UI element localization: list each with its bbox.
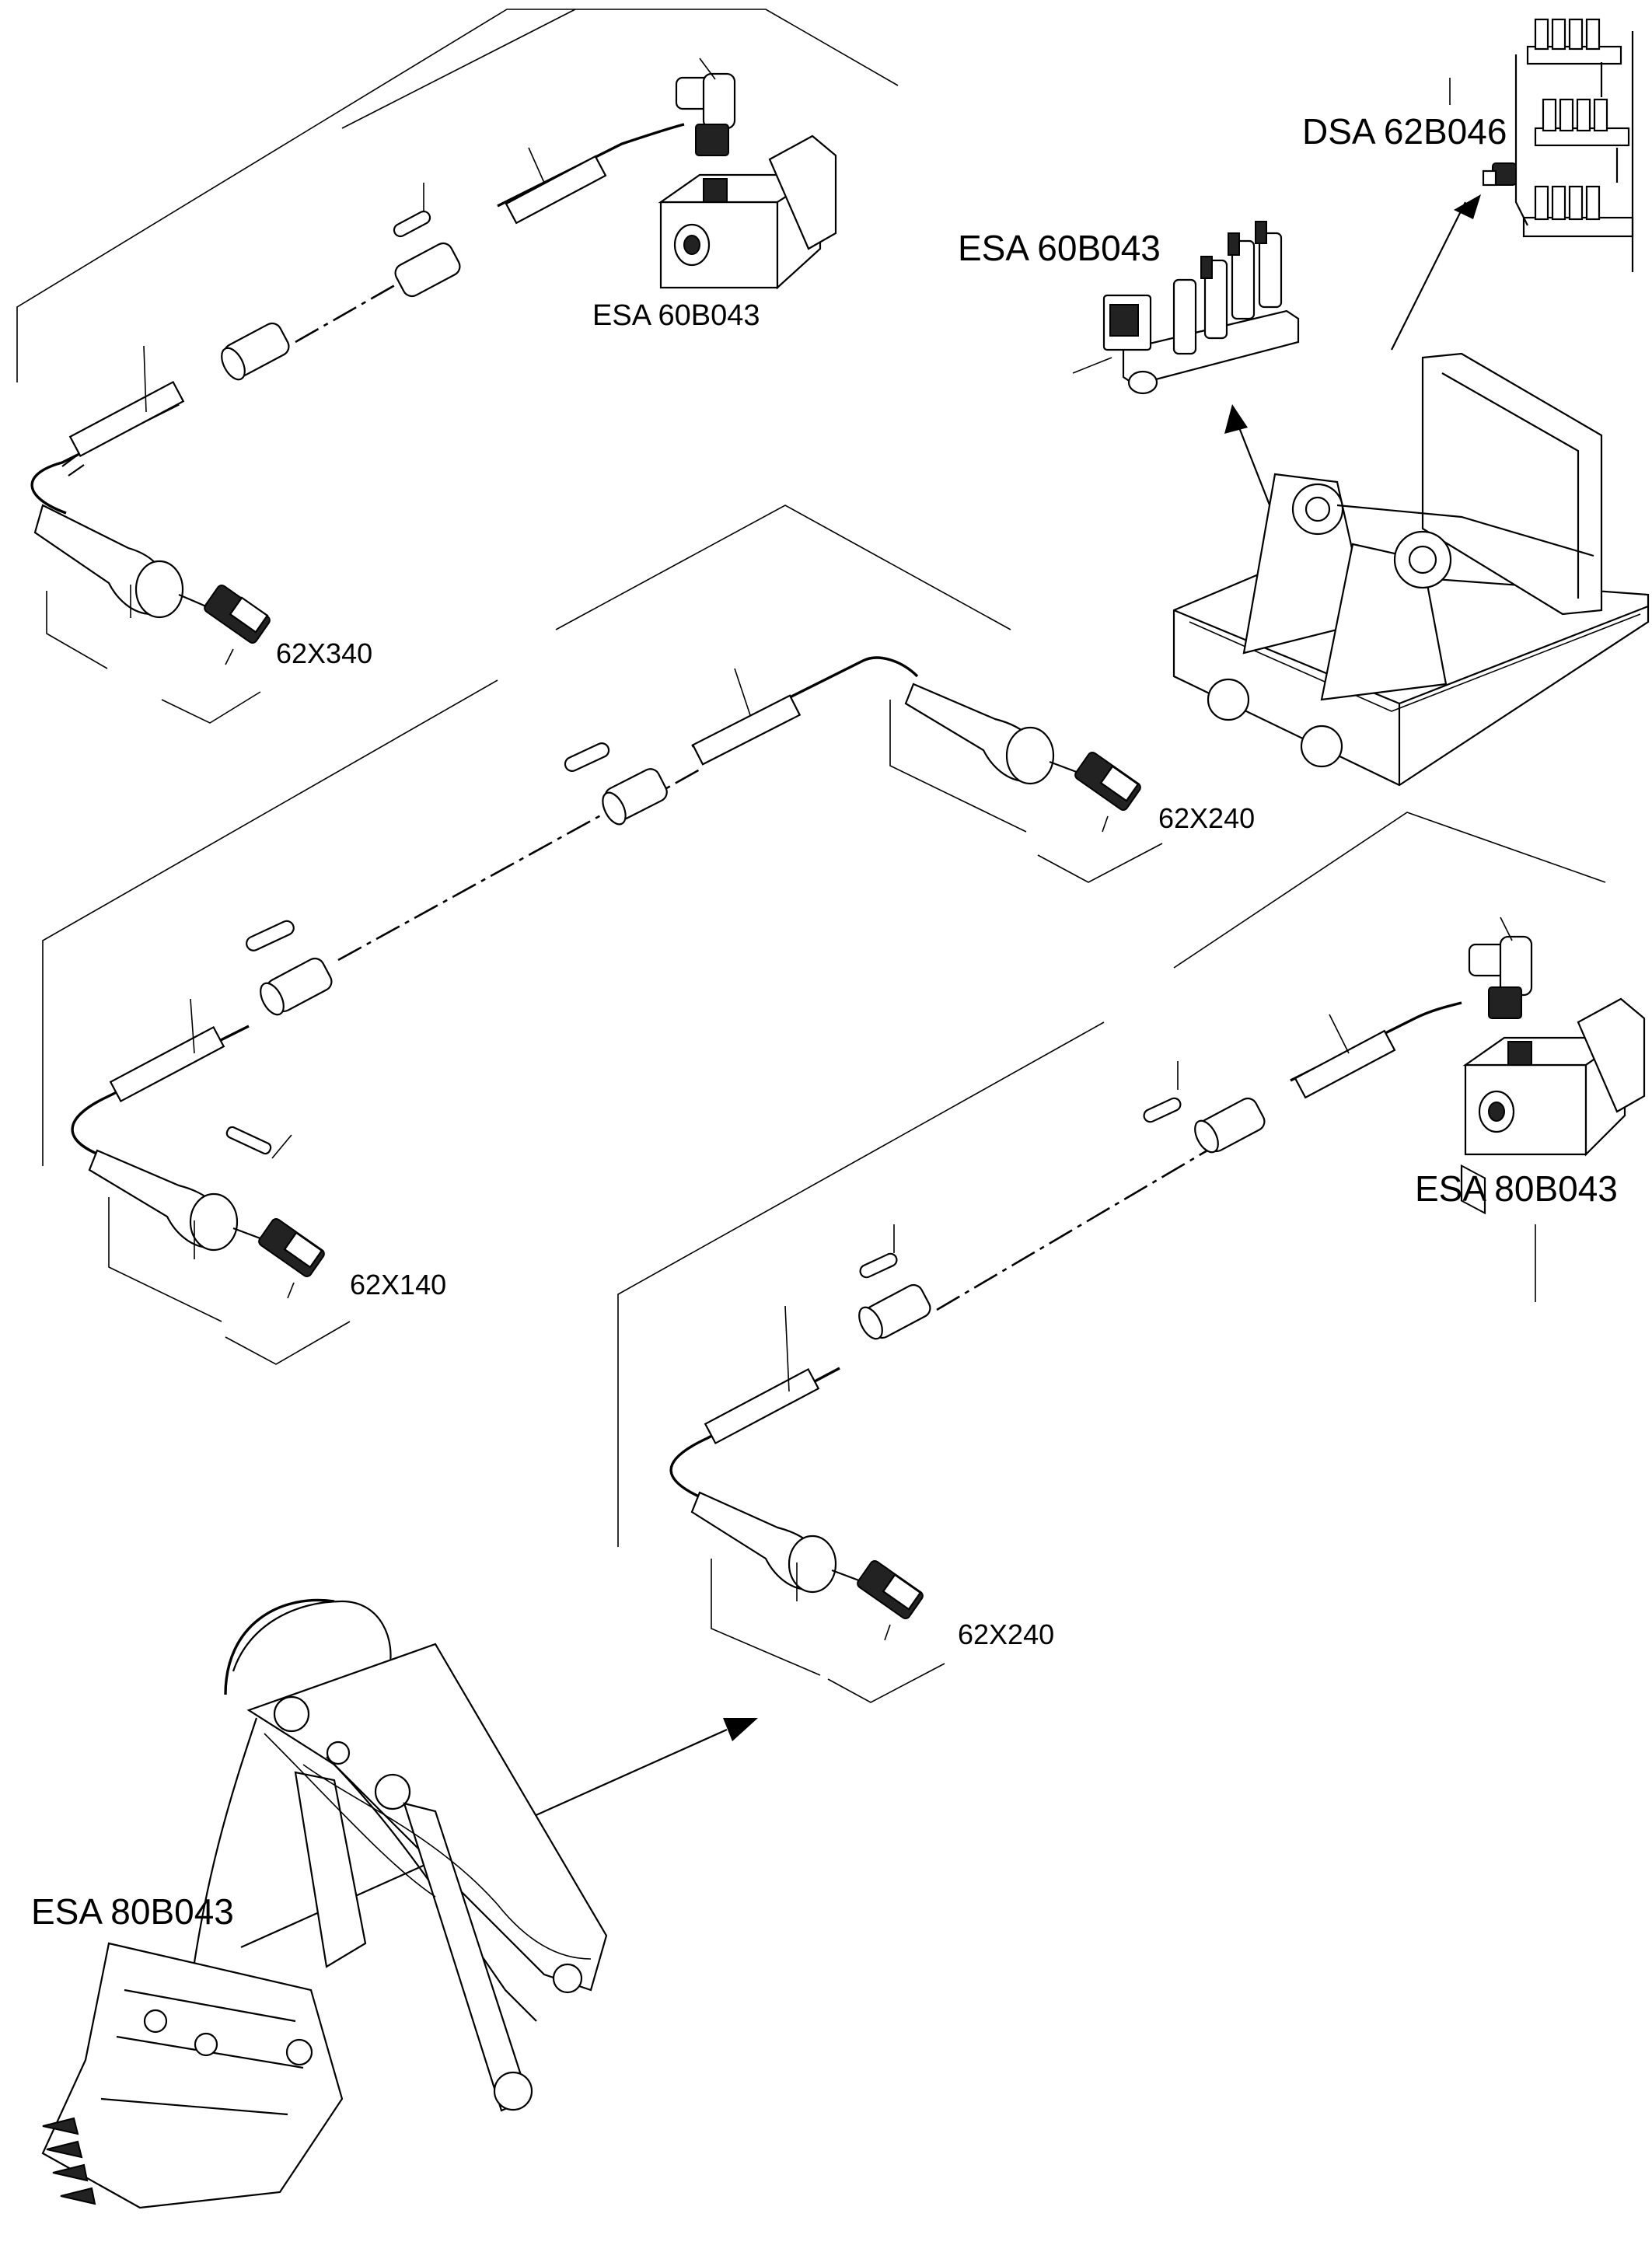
- sensor-block-esa-60b043-top: [658, 134, 837, 290]
- manifold-upper: [1526, 18, 1622, 65]
- label-dsa-62b046: DSA 62B046: [1302, 111, 1507, 152]
- cable-assembly-62x140: 62X140: [42, 679, 607, 1365]
- cable-boot-plug-4: [690, 1491, 837, 1601]
- cable-boot-plug: [33, 504, 184, 619]
- cable-nut-connector-6: [858, 1283, 931, 1340]
- cable-assembly-62x240-middle: 62X240: [555, 505, 1255, 883]
- manifold-middle: [1534, 98, 1630, 147]
- cable-nut-connector-4: [260, 957, 333, 1016]
- machine-base-frame: [1172, 352, 1650, 1215]
- elbow-fitting: [675, 58, 736, 156]
- connector-62x240-lower: [857, 1560, 924, 1641]
- cable-nut-connector: [221, 322, 290, 381]
- cable-nut-connector-5: [1194, 1097, 1266, 1154]
- connector-62x240-middle: [1074, 752, 1141, 833]
- label-esa-60b043-top: ESA 60B043: [592, 299, 760, 332]
- manifold-lower: [1522, 185, 1634, 238]
- label-esa-60b043-mid: ESA 60B043: [958, 228, 1161, 268]
- distributor-block-esa-60b043: ESA 60B043: [958, 221, 1323, 638]
- excavator-boom-bucket: ESA 80B043: [31, 1598, 758, 2209]
- bucket-teeth: [42, 2117, 96, 2205]
- label-62x240-middle: 62X240: [1158, 802, 1255, 834]
- cable-boot-plug-3: [88, 1149, 239, 1259]
- label-62x140: 62X140: [350, 1269, 446, 1301]
- cable-nut-connector-3: [602, 768, 668, 826]
- cable-boot-plug-2: [904, 683, 1055, 785]
- connector-62x340: [204, 585, 271, 665]
- label-62x340: 62X340: [276, 637, 372, 669]
- elbow-fitting-2: [1468, 917, 1533, 1019]
- label-62x240-lower: 62X240: [958, 1618, 1054, 1650]
- label-esa-80b043-right: ESA 80B043: [1415, 1168, 1618, 1209]
- cable-assembly-62x340: ESA 60B043 62X340: [16, 9, 899, 724]
- sensor-block-esa-80b043-right: [1462, 997, 1646, 1157]
- lubrication-manifold-assembly: DSA 62B046: [1302, 18, 1634, 351]
- cable-assembly-62x240-lower: ESA 80B043 62X240: [617, 812, 1646, 1703]
- cable-nut-connector-2: [394, 242, 461, 298]
- connector-62x140: [258, 1218, 325, 1299]
